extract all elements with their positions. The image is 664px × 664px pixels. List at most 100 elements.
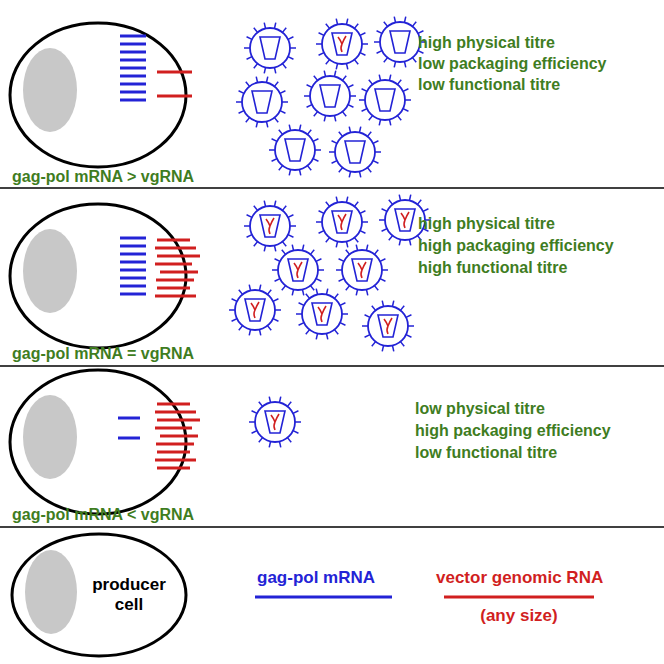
packaged-genome <box>318 306 326 322</box>
virus-particle <box>359 75 411 126</box>
envelope-spike <box>316 221 322 223</box>
envelope-spike <box>239 326 243 331</box>
virus-envelope <box>310 76 350 116</box>
envelope-spike <box>259 329 260 335</box>
virus-envelope <box>255 402 295 442</box>
nucleus <box>23 229 77 313</box>
envelope-spike <box>418 31 423 34</box>
outcome-text: low physical titre <box>415 400 545 418</box>
envelope-spike <box>254 242 258 247</box>
envelope-spike <box>229 309 235 311</box>
envelope-spike <box>418 51 423 54</box>
virus-particle <box>269 125 321 176</box>
envelope-spike <box>399 239 400 245</box>
envelope-spike <box>244 47 250 49</box>
envelope-spike <box>397 80 401 85</box>
envelope-spike <box>380 259 385 262</box>
vector-genomic-rna <box>155 427 192 430</box>
outcome-text: high functional titre <box>418 259 567 277</box>
envelope-spike <box>282 242 286 247</box>
envelope-spike <box>403 89 408 92</box>
envelope-spike <box>346 241 347 247</box>
envelope-spike <box>326 238 330 243</box>
envelope-spike <box>384 22 388 27</box>
envelope-spike <box>332 141 337 144</box>
envelope-spike <box>314 112 318 117</box>
capsid-core <box>260 215 280 237</box>
envelope-spike <box>392 345 393 351</box>
envelope-spike <box>259 285 260 291</box>
envelope-spike <box>275 259 280 262</box>
envelope-spike <box>359 171 360 177</box>
envelope-spike <box>292 289 293 295</box>
envelope-spike <box>239 290 243 295</box>
envelope-spike <box>282 64 286 69</box>
gag-pol-mrna <box>118 437 140 440</box>
envelope-spike <box>389 236 393 241</box>
envelope-spike <box>289 125 290 131</box>
envelope-spike <box>354 60 358 65</box>
envelope-spike <box>288 37 293 40</box>
envelope-spike <box>409 195 410 201</box>
envelope-spike <box>375 151 381 153</box>
envelope-spike <box>379 219 385 221</box>
envelope-spike <box>274 67 275 73</box>
packaged-genome <box>271 414 279 430</box>
envelope-spike <box>282 28 286 33</box>
envelope-spike <box>252 431 257 434</box>
outcome-text: low functional titre <box>418 76 560 94</box>
envelope-spike <box>389 200 393 205</box>
envelope-spike <box>310 286 314 291</box>
producer-cell: producer cell <box>10 532 188 658</box>
vector-genomic-rna <box>155 247 196 250</box>
gag-pol-mrna <box>120 35 146 38</box>
vector-genomic-rna <box>157 403 190 406</box>
producer-cell <box>10 370 186 514</box>
envelope-spike <box>362 109 367 112</box>
envelope-spike <box>394 61 395 67</box>
envelope-spike <box>279 130 283 135</box>
packaged-genome <box>338 36 346 52</box>
envelope-spike <box>299 125 300 131</box>
legend-line <box>255 596 392 599</box>
envelope-spike <box>306 294 310 299</box>
vector-genomic-rna <box>157 287 190 290</box>
capsid-core <box>332 211 352 233</box>
envelope-spike <box>346 286 350 291</box>
gag-pol-mrna <box>120 43 146 46</box>
envelope-spike <box>342 76 346 81</box>
virus-envelope <box>250 206 290 246</box>
gag-pol-mrna <box>120 51 146 54</box>
envelope-spike <box>405 99 411 101</box>
envelope-spike <box>280 111 285 114</box>
gag-pol-mrna <box>120 269 146 272</box>
envelope-spike <box>274 23 275 29</box>
envelope-spike <box>274 201 275 207</box>
envelope-spike <box>342 112 346 117</box>
packaged-genome <box>358 262 366 278</box>
envelope-spike <box>326 289 327 295</box>
envelope-spike <box>349 127 350 133</box>
envelope-spike <box>334 294 338 299</box>
envelope-spike <box>239 91 244 94</box>
envelope-spike <box>289 169 290 175</box>
envelope-spike <box>336 19 337 25</box>
envelope-spike <box>359 127 360 133</box>
envelope-spike <box>254 28 258 33</box>
envelope-spike <box>326 60 330 65</box>
virus-envelope <box>235 290 275 330</box>
gag-pol-mrna <box>120 293 146 296</box>
envelope-spike <box>389 75 390 81</box>
capsid-core <box>245 299 265 321</box>
capsid-core <box>260 37 280 59</box>
envelope-spike <box>373 141 378 144</box>
envelope-spike <box>336 241 337 247</box>
outcome-text: low packaging efficiency <box>418 55 607 73</box>
envelope-spike <box>316 259 321 262</box>
envelope-spike <box>310 250 314 255</box>
envelope-spike <box>273 299 278 302</box>
envelope-spike <box>288 57 293 60</box>
envelope-spike <box>348 105 353 108</box>
vector-genomic-rna <box>157 255 200 258</box>
